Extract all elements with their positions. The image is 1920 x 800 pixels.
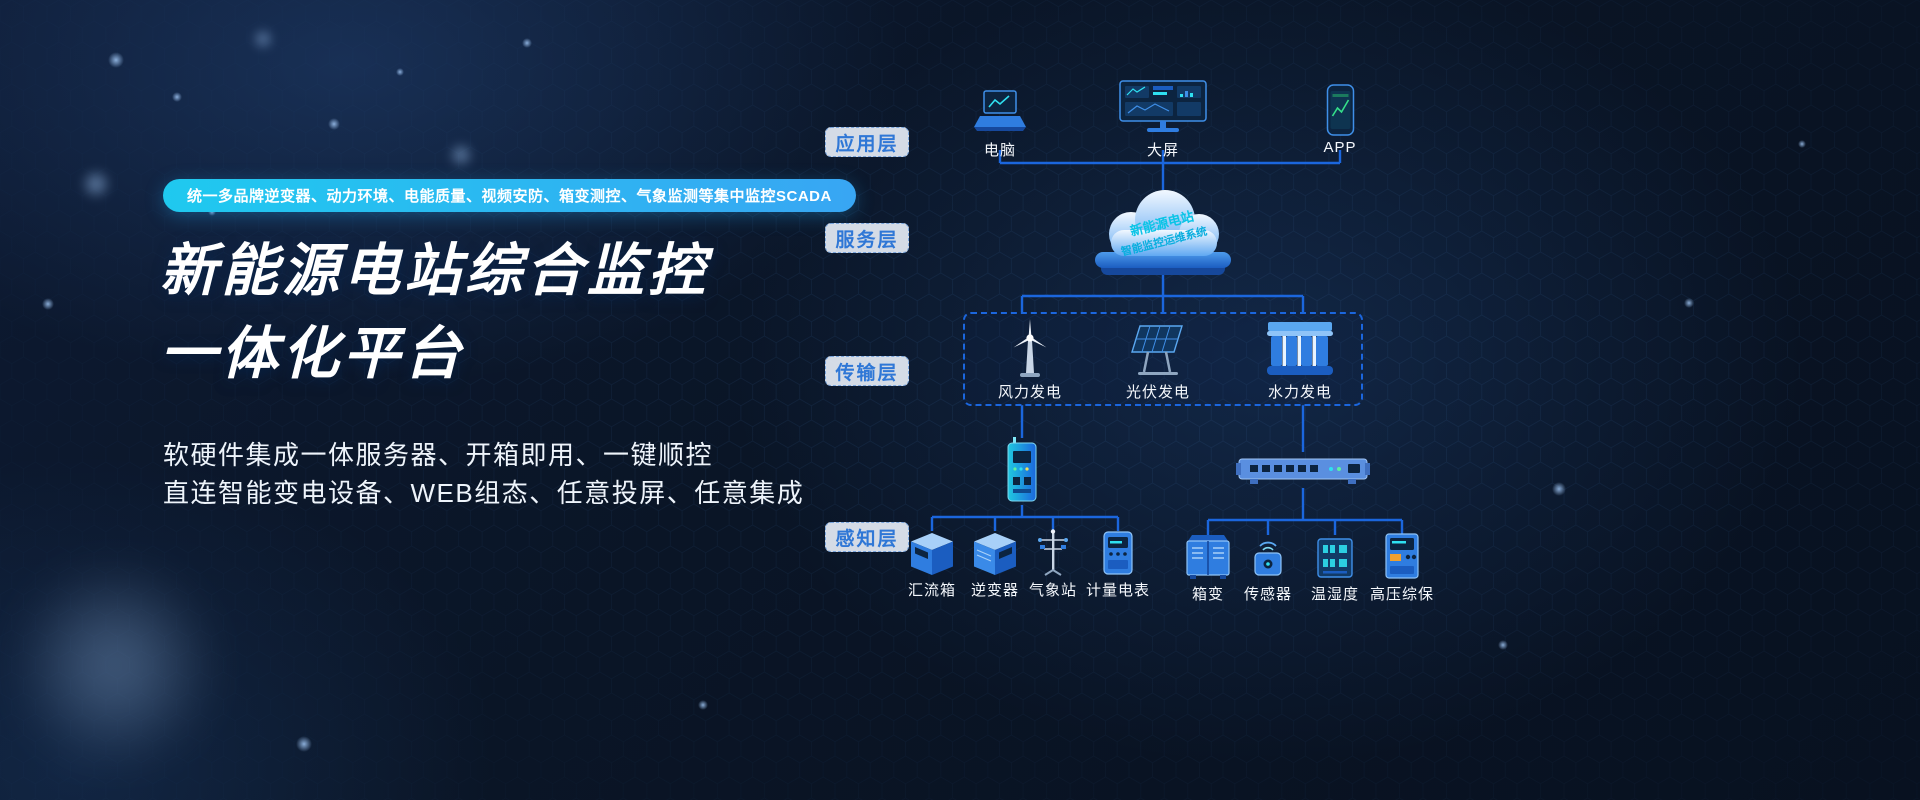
node-energy-meter: 计量电表	[1086, 530, 1150, 600]
node-computer: 电脑	[973, 80, 1027, 160]
solar-panel-icon	[1128, 316, 1188, 378]
phone-icon	[1326, 80, 1354, 136]
bokeh-dot	[10, 560, 220, 770]
node-app: APP	[1323, 80, 1356, 156]
bokeh-dot	[80, 168, 112, 200]
sensor-icon	[1247, 534, 1289, 580]
wind-turbine-icon	[1001, 316, 1059, 378]
layer-label-transmission: 传输层	[825, 356, 909, 386]
node-temp-humidity: 温湿度	[1311, 534, 1359, 604]
hv-protection-icon	[1381, 533, 1423, 580]
node-bigscreen: 大屏	[1119, 80, 1207, 160]
bokeh-dot	[1684, 298, 1694, 308]
node-hv-protection: 高压综保	[1369, 533, 1435, 604]
bokeh-dot	[698, 700, 708, 710]
bokeh-dot	[252, 28, 274, 50]
node-pv-power: 光伏发电	[1126, 316, 1190, 402]
node-weather-station: 气象站	[1028, 529, 1078, 600]
node-label-wind: 风力发电	[997, 384, 1063, 401]
page-subtitle-line1: 软硬件集成一体服务器、开箱即用、一键顺控	[163, 440, 714, 470]
bokeh-dot	[42, 298, 54, 310]
page-subtitle-line2: 直连智能变电设备、WEB组态、任意投屏、任意集成	[163, 478, 805, 509]
bokeh-dot	[522, 38, 532, 48]
node-label-box-transformer: 箱变	[1191, 586, 1224, 603]
node-label-hydro: 水力发电	[1267, 384, 1332, 401]
layer-label-application: 应用层	[825, 127, 909, 157]
node-label-computer: 电脑	[983, 142, 1016, 159]
node-label-inverter: 逆变器	[970, 582, 1020, 599]
node-label-hv-protection: 高压综保	[1369, 586, 1435, 603]
bokeh-dot	[396, 68, 404, 76]
node-label-pv: 光伏发电	[1125, 384, 1191, 401]
bokeh-dot	[296, 736, 312, 752]
bokeh-dot	[1498, 640, 1508, 650]
node-label-energy-meter: 计量电表	[1085, 582, 1151, 599]
gateway-device-icon	[1007, 437, 1037, 502]
layer-label-perception: 感知层	[825, 522, 909, 552]
bokeh-dot	[108, 52, 124, 68]
node-label-sensor: 传感器	[1243, 586, 1293, 603]
hydro-dam-icon	[1267, 316, 1333, 378]
page-title-line2: 一体化平台	[160, 322, 465, 387]
node-label-weather-station: 气象站	[1028, 582, 1078, 599]
node-label-combiner-box: 汇流箱	[907, 582, 957, 599]
weather-station-icon	[1032, 529, 1074, 576]
bokeh-dot	[172, 92, 182, 102]
combiner-box-icon	[909, 530, 955, 576]
temp-humidity-icon	[1314, 534, 1356, 580]
page-title: 新能源电站综合监控 一体化平台	[160, 230, 709, 396]
node-combiner-box: 汇流箱	[908, 530, 956, 600]
bokeh-dot	[328, 118, 340, 130]
bokeh-dot	[1798, 140, 1806, 148]
bokeh-dot	[448, 142, 474, 168]
node-label-bigscreen: 大屏	[1146, 142, 1179, 159]
node-box-transformer: 箱变	[1184, 534, 1232, 604]
node-label-app: APP	[1323, 139, 1357, 156]
inverter-icon	[972, 530, 1018, 576]
rack-switch-icon	[1236, 458, 1370, 484]
feature-ribbon: 统一多品牌逆变器、动力环境、电能质量、视频安防、箱变测控、气象监测等集中监控SC…	[163, 179, 856, 212]
node-label-temp-humidity: 温湿度	[1310, 586, 1360, 603]
bokeh-dot	[1552, 482, 1566, 496]
node-sensor: 传感器	[1244, 534, 1292, 604]
energy-meter-icon	[1099, 530, 1137, 576]
bigscreen-icon	[1119, 80, 1207, 136]
node-wind-power: 风力发电	[998, 316, 1062, 402]
bokeh-dot	[208, 208, 216, 216]
page-title-line1: 新能源电站综合监控	[160, 239, 709, 303]
node-hydro-power: 水力发电	[1267, 316, 1333, 402]
layer-label-service: 服务层	[825, 223, 909, 253]
cloud-platform-icon: 新能源电站 智能监控运维系统	[1095, 190, 1231, 275]
page-subtitle: 软硬件集成一体服务器、开箱即用、一键顺控 直连智能变电设备、WEB组态、任意投屏…	[163, 436, 804, 513]
laptop-icon	[973, 80, 1027, 136]
box-transformer-icon	[1184, 534, 1232, 580]
node-inverter: 逆变器	[971, 530, 1019, 600]
